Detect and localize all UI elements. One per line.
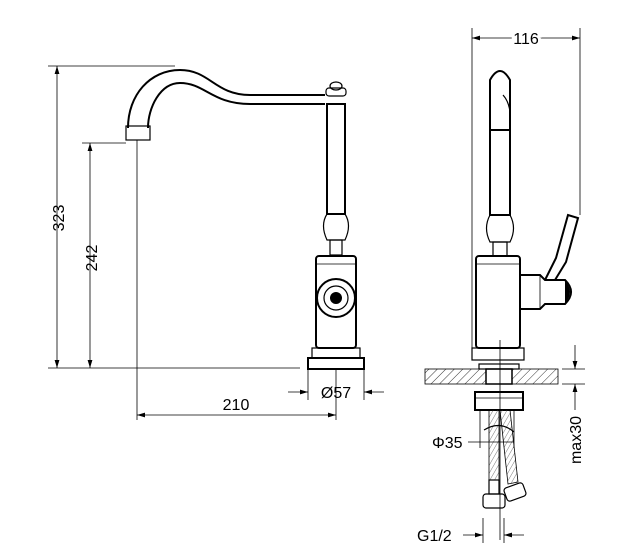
dimension-total-height: 323 [48,65,300,369]
label-max30: max30 [568,416,585,464]
dimension-connection: G1/2 [417,518,524,545]
dimension-hole-diameter: Φ35 [432,410,515,452]
handle-knob [316,278,356,318]
dimension-width: 116 [471,28,581,355]
label-57: Ø57 [321,385,351,402]
label-210: 210 [223,397,250,414]
hose [488,409,500,481]
lever [544,213,580,281]
dimension-spout-height: 242 [82,142,126,368]
side-view [424,70,580,540]
dimension-max-thickness: max30 [562,345,585,464]
base [307,357,365,370]
label-g12: G1/2 [417,528,452,545]
spout-side [489,70,511,130]
label-242: 242 [84,245,101,272]
label-116: 116 [513,31,539,48]
hose [499,409,519,485]
label-35: Φ35 [432,435,463,452]
spout [127,68,325,129]
finial [329,81,343,91]
aerator [125,125,151,141]
column [326,103,346,215]
mounting-nut [474,391,524,411]
dimension-reach: 210 [137,397,336,418]
body-side [475,255,521,349]
dimension-base-diameter: Ø57 [288,370,384,402]
hose-nut [482,493,506,509]
label-323: 323 [51,205,68,232]
front-view [125,68,365,420]
